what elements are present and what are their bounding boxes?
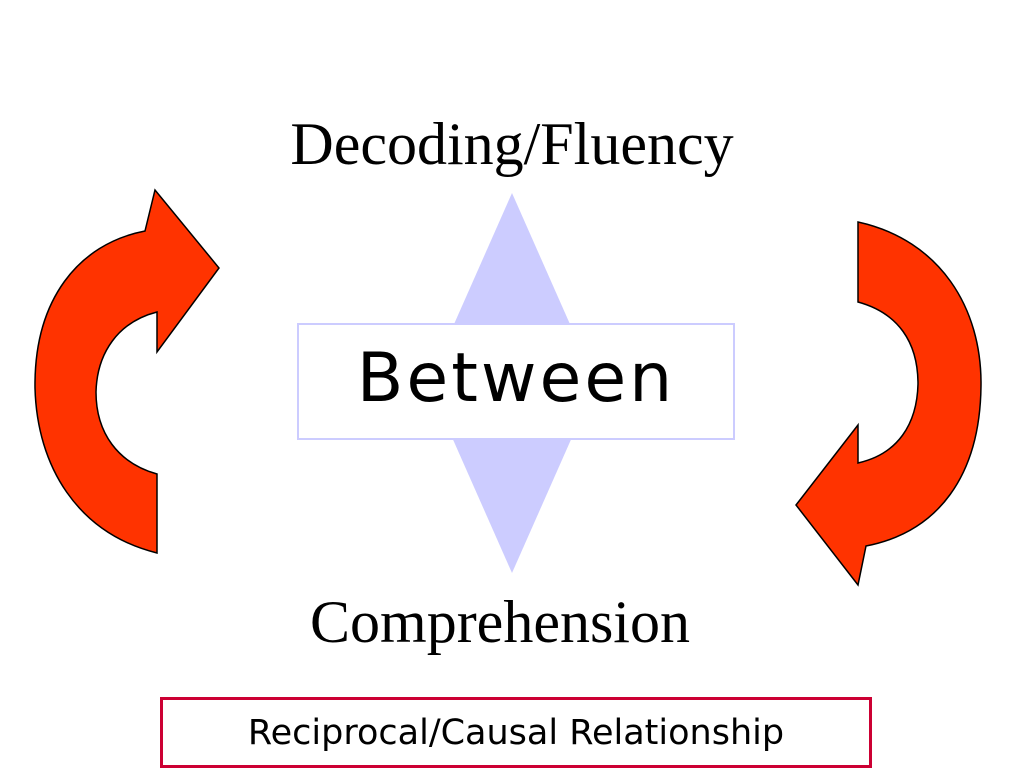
caption-box: Reciprocal/Causal Relationship — [160, 697, 872, 768]
curved-arrow-up-icon — [34, 188, 220, 554]
curved-arrow-down-icon — [795, 221, 982, 587]
bottom-label: Comprehension — [310, 589, 690, 655]
center-box: Between — [297, 323, 735, 440]
center-label: Between — [356, 339, 676, 418]
top-label: Decoding/Fluency — [290, 111, 734, 177]
caption-text: Reciprocal/Causal Relationship — [247, 712, 785, 753]
